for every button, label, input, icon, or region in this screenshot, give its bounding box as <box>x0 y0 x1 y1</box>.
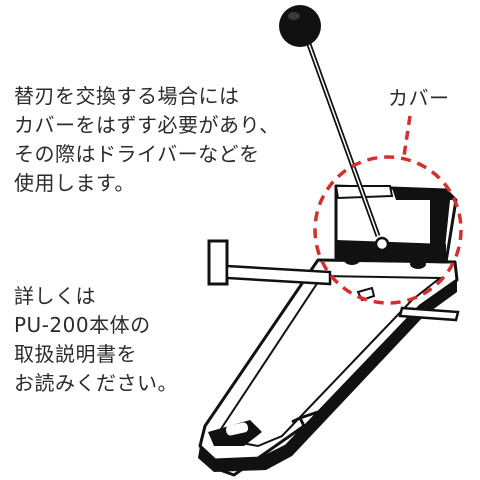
note-line: PU-200本体の <box>14 313 151 337</box>
cover-label: カバー <box>388 86 450 110</box>
note-line: 取扱説明書を <box>14 342 137 366</box>
note-line: 替刃を交換する場合には <box>14 84 240 108</box>
cover-leader-line <box>402 115 412 157</box>
manual-reference-note: 詳しくは PU-200本体の 取扱説明書を お読みください。 <box>14 282 178 398</box>
blade-replacement-note: 替刃を交換する場合には カバーをはずす必要があり、 その際はドライバーなどを 使… <box>14 82 280 198</box>
note-line: お読みください。 <box>14 371 178 395</box>
note-line: カバーをはずす必要があり、 <box>14 113 280 137</box>
note-line: 詳しくは <box>14 284 96 308</box>
cover-highlight-circle <box>313 155 463 305</box>
note-line: 使用します。 <box>14 171 135 195</box>
note-line: その際はドライバーなどを <box>14 142 260 166</box>
